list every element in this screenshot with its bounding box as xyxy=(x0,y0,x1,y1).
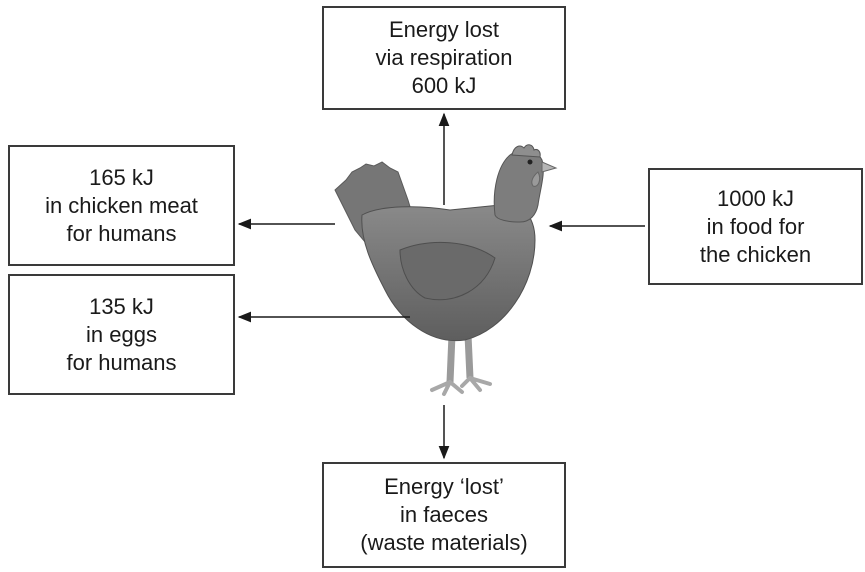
faeces-line-3: (waste materials) xyxy=(360,529,527,557)
eggs-line-2: in eggs xyxy=(86,321,157,349)
respiration-line-1: Energy lost xyxy=(389,16,499,44)
chicken-icon xyxy=(335,145,556,394)
chicken-meat-line-2: in chicken meat xyxy=(45,192,198,220)
chicken-meat-line-1: 165 kJ xyxy=(89,164,154,192)
respiration-line-3: 600 kJ xyxy=(412,72,477,100)
food-box: 1000 kJ in food for the chicken xyxy=(648,168,863,285)
faeces-line-2: in faeces xyxy=(400,501,488,529)
food-line-3: the chicken xyxy=(700,241,811,269)
faeces-line-1: Energy ‘lost’ xyxy=(384,473,504,501)
eggs-line-3: for humans xyxy=(66,349,176,377)
chicken-meat-box: 165 kJ in chicken meat for humans xyxy=(8,145,235,266)
eggs-box: 135 kJ in eggs for humans xyxy=(8,274,235,395)
eggs-line-1: 135 kJ xyxy=(89,293,154,321)
faeces-box: Energy ‘lost’ in faeces (waste materials… xyxy=(322,462,566,568)
respiration-box: Energy lost via respiration 600 kJ xyxy=(322,6,566,110)
food-line-1: 1000 kJ xyxy=(717,185,794,213)
food-line-2: in food for xyxy=(707,213,805,241)
respiration-line-2: via respiration xyxy=(376,44,513,72)
chicken-meat-line-3: for humans xyxy=(66,220,176,248)
